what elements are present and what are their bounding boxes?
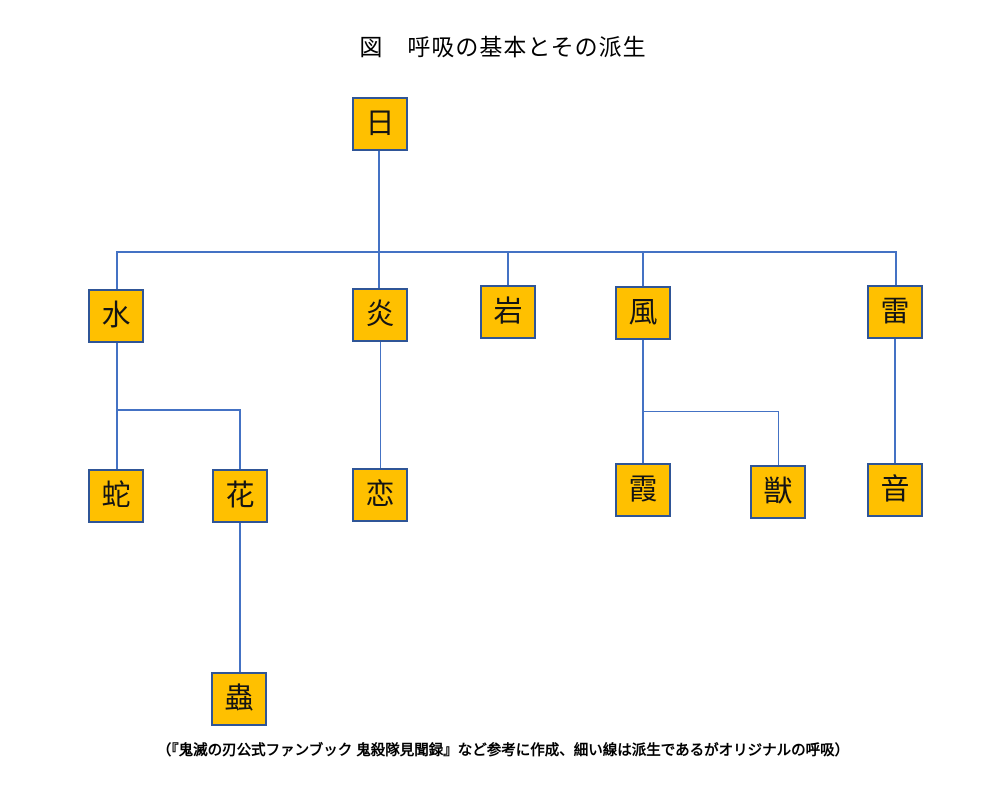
source-footnote: （『鬼滅の刃公式ファンブック 鬼殺隊見聞録』など参考に作成、細い線は派生であるが… <box>156 743 850 759</box>
connector-bus-to-rock-line <box>506 252 510 286</box>
connector-thunder-to-sound-line <box>893 339 897 463</box>
connector-sun-to-bus-line <box>377 151 381 288</box>
diagram-title: 図 呼吸の基本とその派生 <box>359 34 647 60</box>
connector-flame-to-love-thin-line <box>379 342 381 468</box>
connector-water-branch-line <box>116 408 241 412</box>
node-sound: 音 <box>867 463 923 517</box>
connector-bus-to-water-line <box>115 252 119 289</box>
connector-wind-to-mist-line <box>641 340 645 463</box>
node-serpent: 蛇 <box>88 469 144 523</box>
node-beast: 獣 <box>750 465 806 519</box>
node-rock: 岩 <box>480 285 536 339</box>
connector-branch-to-beast-thin-line <box>777 411 779 465</box>
node-thunder: 雷 <box>867 285 923 339</box>
node-love: 恋 <box>352 468 408 522</box>
connector-water-to-serpent-line <box>115 343 119 469</box>
connector-bus-to-wind-line <box>641 252 645 287</box>
node-mist: 霞 <box>615 463 671 517</box>
node-wind: 風 <box>615 286 671 340</box>
node-water: 水 <box>88 289 144 343</box>
node-insect: 蟲 <box>211 672 267 726</box>
connector-flower-to-insect-line <box>238 523 242 672</box>
node-flame: 炎 <box>352 288 408 342</box>
node-sun: 日 <box>352 97 408 151</box>
connector-bus-to-thunder-line <box>894 252 898 286</box>
connector-branch-to-flower-line <box>238 410 242 469</box>
connector-wind-branch-thin-line <box>643 410 778 412</box>
node-flower: 花 <box>212 469 268 523</box>
connector-bus-line <box>116 250 897 254</box>
